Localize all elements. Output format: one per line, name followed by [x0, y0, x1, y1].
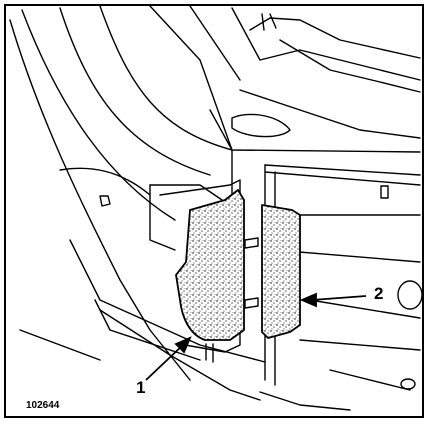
callout-label-2: 2: [374, 284, 384, 303]
callout-arrows: [145, 292, 367, 381]
body-structure: [9, 5, 423, 411]
figure-frame: [4, 4, 424, 418]
part-2-foam-strip: [261, 204, 301, 339]
part-1-foam-pad: [175, 189, 245, 341]
callout-label-1: 1: [136, 378, 146, 397]
figure-reference-number: 102644: [26, 400, 60, 411]
